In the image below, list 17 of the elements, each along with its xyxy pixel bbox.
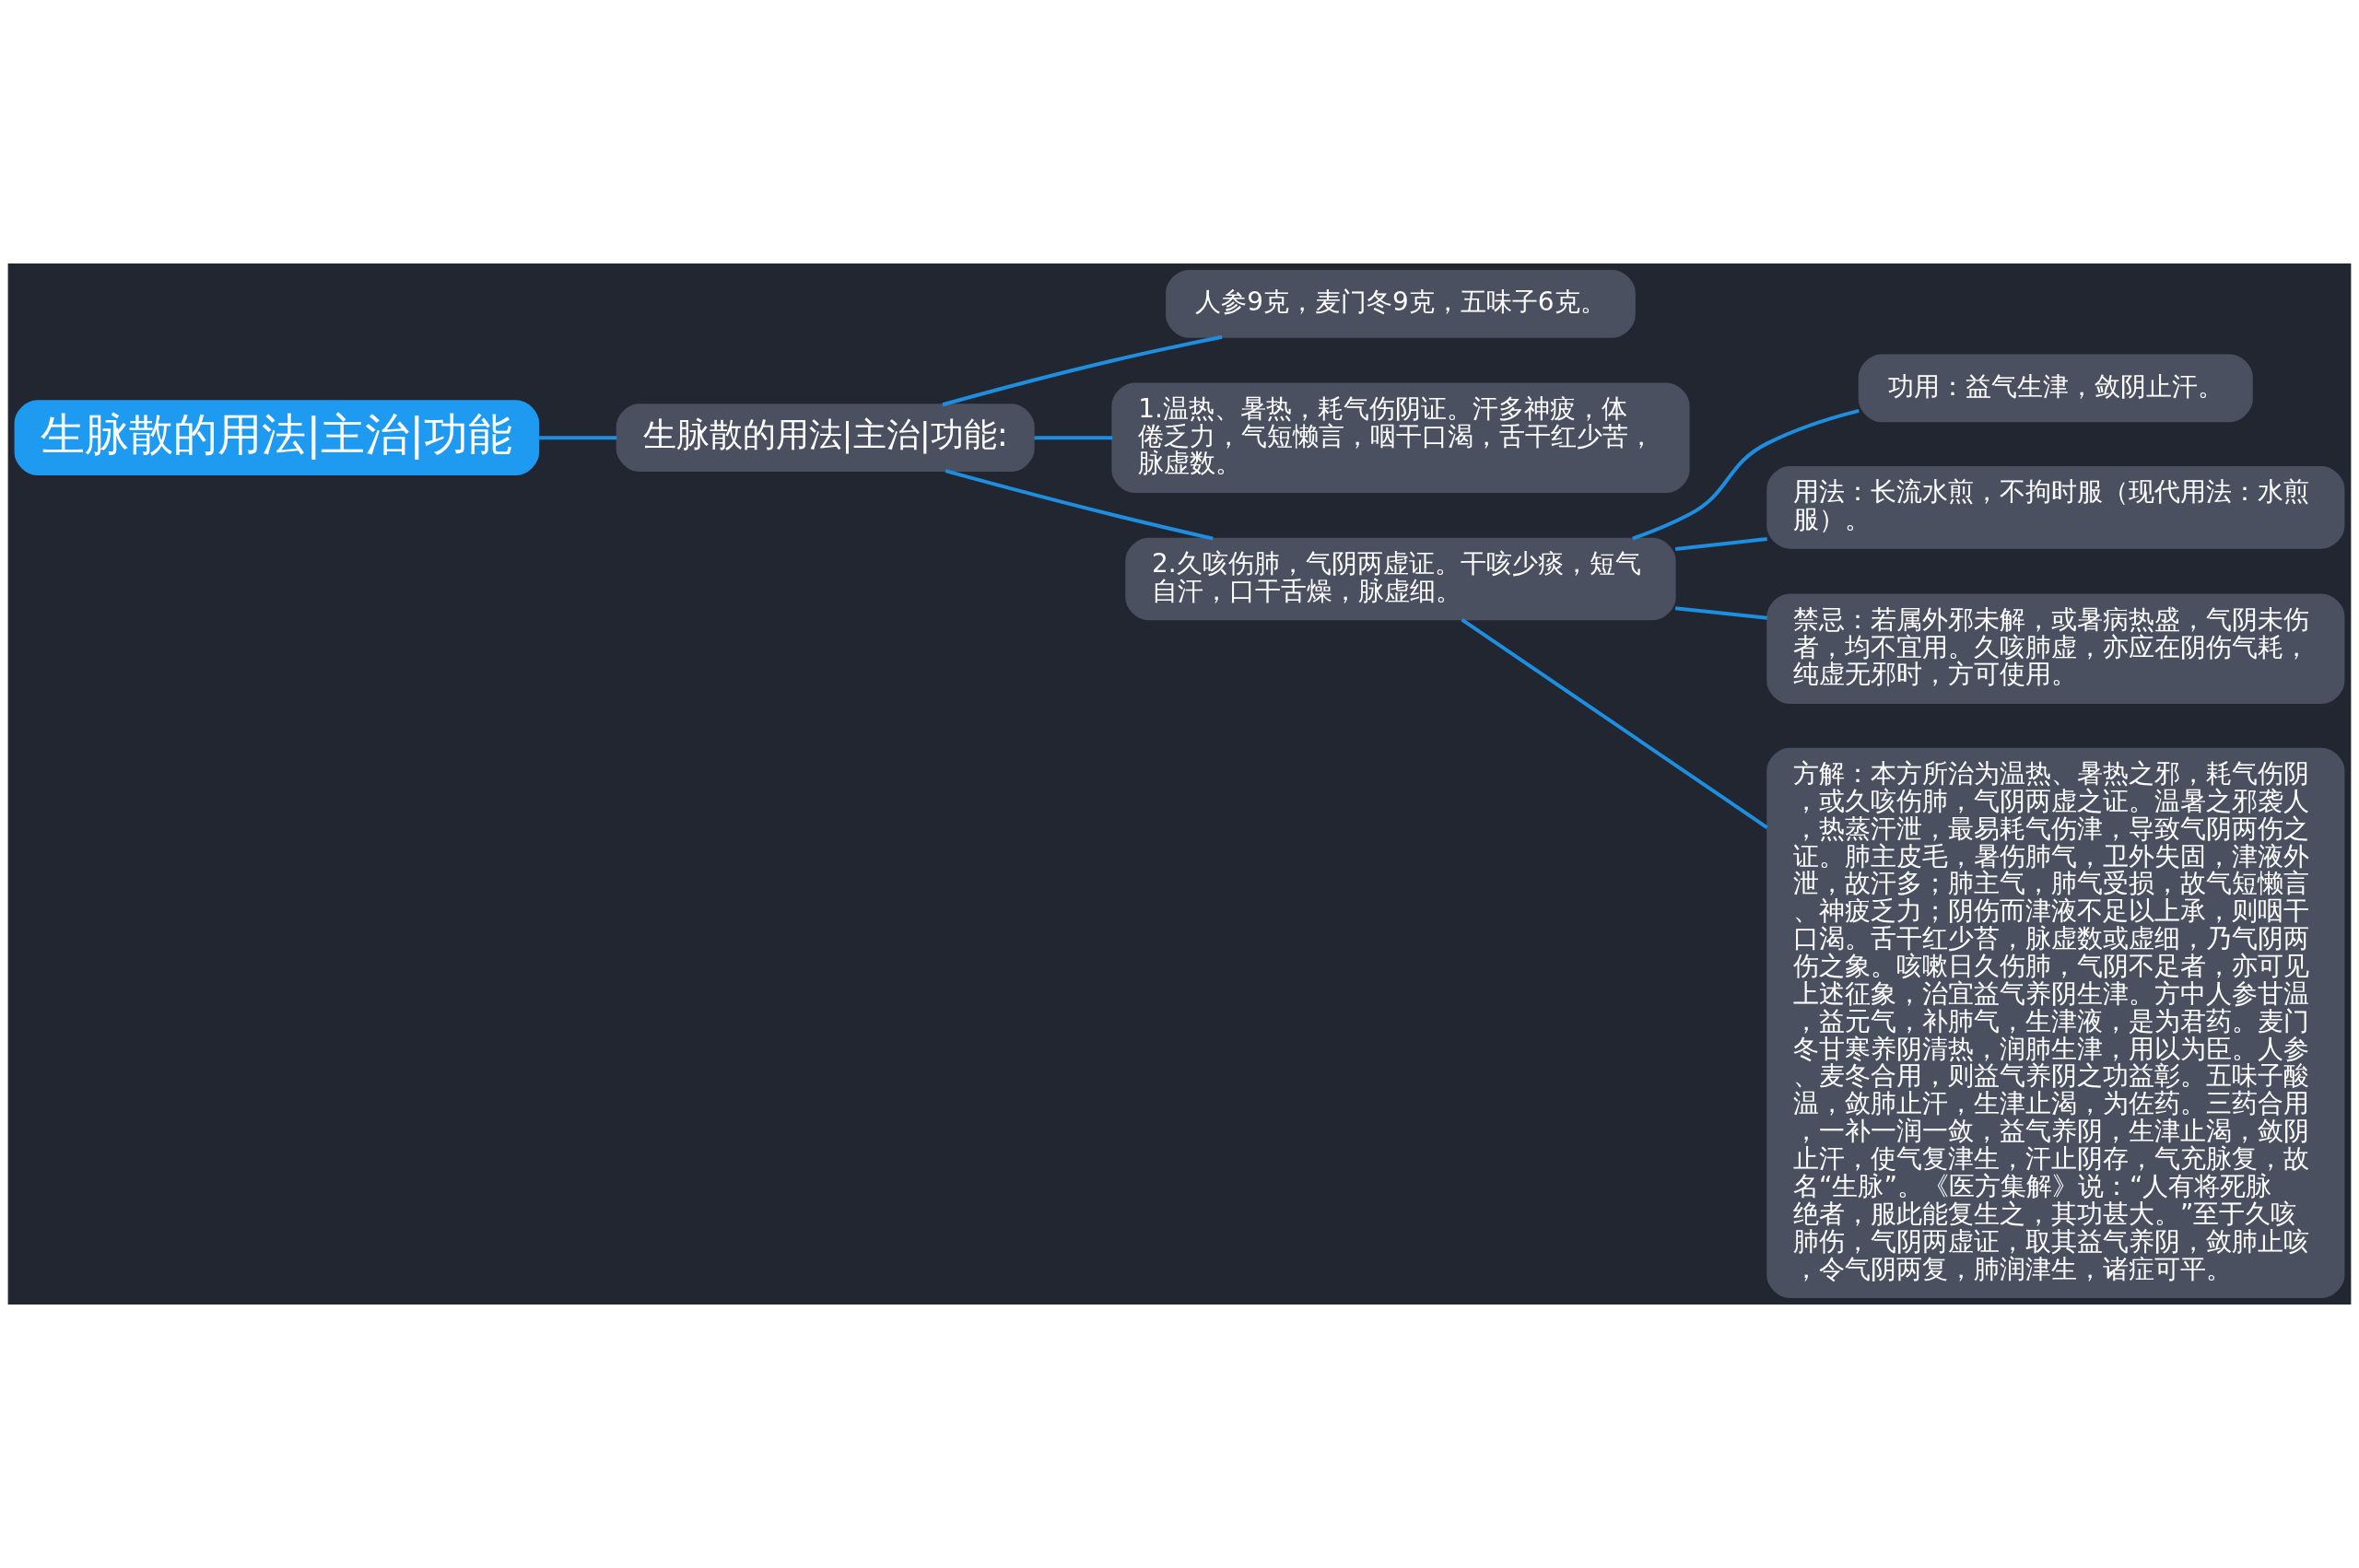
connector bbox=[945, 469, 1214, 541]
node-box: 1.温热、暑热，耗气伤阴证。汗多神疲，体倦乏力，气短懒言，咽干口渴，舌干红少苦，脉虚数。 bbox=[1111, 382, 1690, 493]
node-box: 生脉散的用法|主治|功能: bbox=[616, 404, 1035, 472]
node-box: 人参9克，麦门冬9克，五味子6克。 bbox=[1166, 269, 1636, 338]
connector bbox=[942, 334, 1223, 407]
node-box: 2.久咳伤肺，气阴两虚证。干咳少痰，短气自汗，口干舌燥，脉虚细。 bbox=[1125, 537, 1676, 621]
connector bbox=[1461, 617, 1768, 829]
node-box: 生脉散的用法|主治|功能 bbox=[14, 400, 540, 475]
connector bbox=[1674, 537, 1767, 551]
connector bbox=[538, 436, 617, 440]
node-box: 禁忌：若属外邪未解，或暑病热盛，气阴未伤者，均不宜用。久咳肺虚，亦应在阴伤气耗，纯虚无邪时，方可使用。 bbox=[1766, 593, 2345, 704]
connector bbox=[1034, 436, 1113, 440]
node-box: 方解：本方所治为温热、暑热之邪，耗气伤阴，或久咳伤肺，气阴两虚之证。温暑之邪袭人，热蒸汗泄，最易耗气伤津，导致气阴两伤之证。肺主皮毛，暑伤肺气，卫外失固，津液外泄，故汗多；肺主气，肺气受损，故气短懒言、神疲乏力；阴伤而津液不足以上承，则咽干口渴。舌干红少苔，脉虚数或虚细，乃气阴两伤之象。咳嗽日久伤肺，气阴不足者，亦可见上述征象，治宜益气养阴生津。方中人参甘温，益元气，补肺气，生津液，是为君药。麦门冬甘寒养阴清热，润肺生津，用以为臣。人参、麦冬合用，则益气养阴之功益彰。五味子酸温，敛肺止汗，生津止渴，为佐药。三药合用，一补一润一敛，益气养阴，生津止渴，敛阴止汗，使气复津生，汗止阴存，气充脉复，故名“生脉”。《医方集解》说：“人有将死脉绝者，服此能复生之，其功甚大。”至于久咳肺伤，气阴两虚证，取其益气养阴，敛肺止咳，令气阴两复，肺润津生，诸症可平。 bbox=[1766, 747, 2345, 1299]
connector bbox=[1674, 606, 1767, 620]
node-box: 用法：长流水煎，不拘时服（现代用法：水煎服）。 bbox=[1766, 466, 2345, 549]
node-box: 功用：益气生津，敛阴止汗。 bbox=[1858, 354, 2253, 423]
connector bbox=[1632, 408, 1860, 541]
